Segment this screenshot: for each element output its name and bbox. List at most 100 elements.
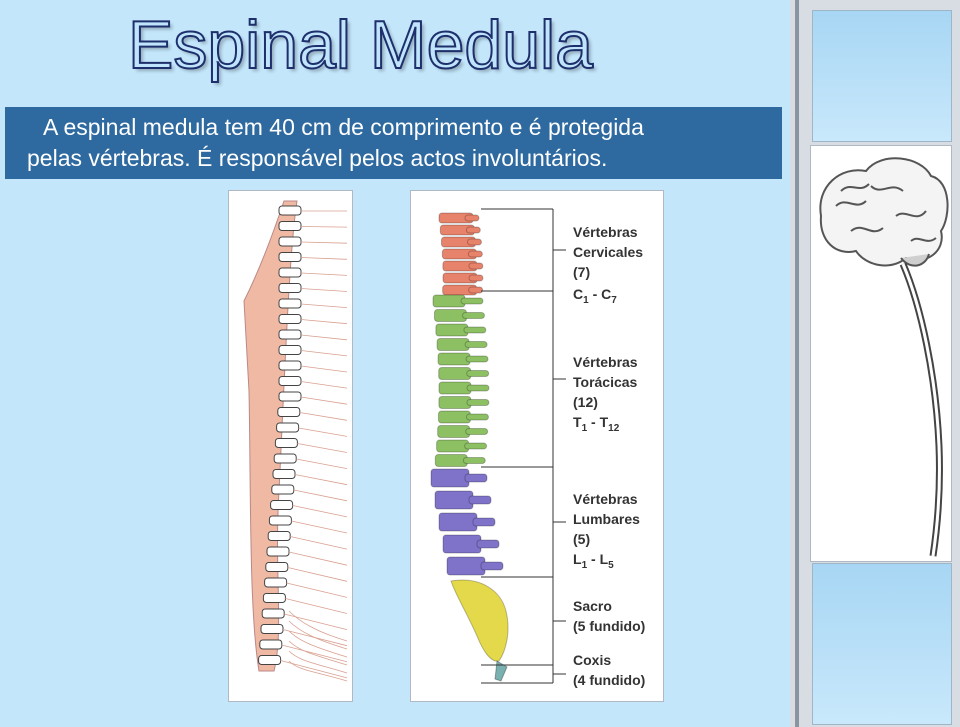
vertebra-outline: [268, 515, 292, 526]
nerve-line: [300, 303, 348, 308]
thoracic-process: [465, 413, 489, 421]
nerve-line: [300, 334, 348, 341]
vertebra-outline: [278, 205, 302, 216]
brain-image: [810, 145, 952, 562]
rail-tile-bottom: [812, 563, 952, 725]
nerve-line: [300, 319, 348, 325]
thoracic-process: [460, 297, 484, 305]
thoracic-vertebra: [438, 396, 472, 409]
cervical-line1: Vértebras: [573, 224, 638, 240]
label-lumbar: Vértebras Lumbares (5) L1 - L5: [573, 491, 640, 571]
vertebra-outline: [264, 577, 288, 588]
vertebra-outline: [278, 298, 302, 309]
nerve-line: [300, 365, 348, 373]
description-line-2: pelas vértebras. É responsável pelos act…: [27, 145, 608, 171]
nerve-line: [284, 613, 348, 630]
brain-icon: [819, 157, 949, 557]
vertebrae-brackets: [481, 208, 566, 684]
vertebra-outline: [274, 438, 298, 448]
lumbar-vertebra: [430, 468, 470, 488]
label-coccyx: Coxis (4 fundido): [573, 652, 645, 688]
vertebra-outline: [278, 345, 302, 355]
cervical-process: [466, 238, 482, 246]
label-thoracic: Vértebras Torácicas (12) T1 - T12: [573, 354, 638, 434]
nerve-line: [300, 350, 348, 357]
vertebra-outline: [260, 624, 284, 634]
thoracic-process: [466, 370, 490, 377]
coccyx-line2: (4 fundido): [573, 672, 645, 688]
vertebra-outline: [261, 608, 285, 619]
vertebra-outline: [278, 360, 302, 371]
lumbar-process: [476, 539, 500, 549]
cervical-line2: Cervicales: [573, 244, 643, 260]
cervical-count: (7): [573, 264, 590, 280]
vertebra-outline: [273, 453, 297, 464]
vertebra-outline: [278, 391, 302, 402]
thoracic-process: [466, 384, 490, 392]
vertebral-column-icon: Vértebras Cervicales (7) C1 - C7 Vértebr…: [430, 208, 645, 688]
cervical-process: [467, 250, 483, 258]
vertebra-outline: [262, 593, 286, 603]
nerve-line: [297, 443, 348, 453]
vertebra-outline: [272, 469, 296, 479]
thoracic-process: [465, 428, 489, 435]
nerve-line: [291, 520, 348, 534]
nerve-line: [292, 505, 348, 518]
vertebra-outline: [278, 376, 302, 386]
slide-title: Espinal Medula: [127, 6, 594, 84]
cauda-nerve: [288, 610, 348, 642]
thoracic-vertebra: [436, 439, 470, 453]
spinal-nerves-image: [228, 190, 353, 702]
thoracic-range: T1 - T12: [573, 414, 620, 434]
lumbar-line1: Vértebras: [573, 491, 638, 507]
spinal-nerves-icon: [243, 200, 348, 682]
vertebra-outline: [258, 655, 282, 665]
lumbar-vertebra: [434, 490, 474, 510]
thoracic-vertebra: [436, 338, 470, 351]
vertebral-column-image: Vértebras Cervicales (7) C1 - C7 Vértebr…: [410, 190, 664, 702]
thoracic-process: [465, 355, 489, 363]
thoracic-vertebra: [435, 323, 469, 337]
cauda-nerve: [288, 630, 348, 658]
nerve-line: [288, 551, 348, 566]
cervical-process: [468, 262, 484, 270]
nerve-line: [281, 644, 348, 663]
vertebra-outline: [278, 252, 302, 262]
thoracic-vertebra: [433, 309, 467, 322]
coccyx-line1: Coxis: [573, 652, 611, 668]
thoracic-vertebra: [437, 425, 471, 438]
thoracic-process: [464, 442, 488, 450]
thoracic-vertebra: [437, 410, 471, 424]
nerve-line: [300, 272, 348, 276]
vertebra-outline: [277, 407, 301, 417]
cervical-process: [468, 286, 484, 294]
nerve-line: [299, 412, 348, 421]
thoracic-vertebra: [438, 381, 472, 395]
vertebra-outline: [278, 329, 302, 340]
rail-tile-top: [812, 10, 952, 142]
coccyx-shape: [494, 660, 508, 682]
nerve-line: [300, 381, 348, 389]
label-sacrum: Sacro (5 fundido): [573, 598, 645, 634]
cervical-process: [468, 274, 484, 282]
nerve-line: [290, 536, 348, 550]
rail-divider: [795, 0, 799, 727]
thoracic-process: [461, 312, 485, 319]
thoracic-vertebra: [437, 352, 471, 366]
thoracic-process: [462, 457, 486, 464]
vertebra-outline: [278, 267, 302, 278]
nerve-line: [296, 458, 348, 469]
nerve-line: [300, 257, 348, 260]
description-box: A espinal medula tem 40 cm de compriment…: [5, 107, 782, 179]
vertebra-outline: [276, 422, 300, 433]
nerve-line: [293, 489, 348, 502]
vertebra-outline: [278, 314, 302, 324]
thoracic-vertebra: [432, 294, 466, 308]
lumbar-vertebra: [446, 556, 486, 576]
vertebra-outline: [278, 221, 302, 231]
nerve-line: [285, 598, 348, 614]
vertebra-outline: [265, 562, 289, 572]
nerve-line: [300, 226, 348, 228]
lumbar-process: [464, 473, 488, 483]
sacrum-line1: Sacro: [573, 598, 612, 614]
